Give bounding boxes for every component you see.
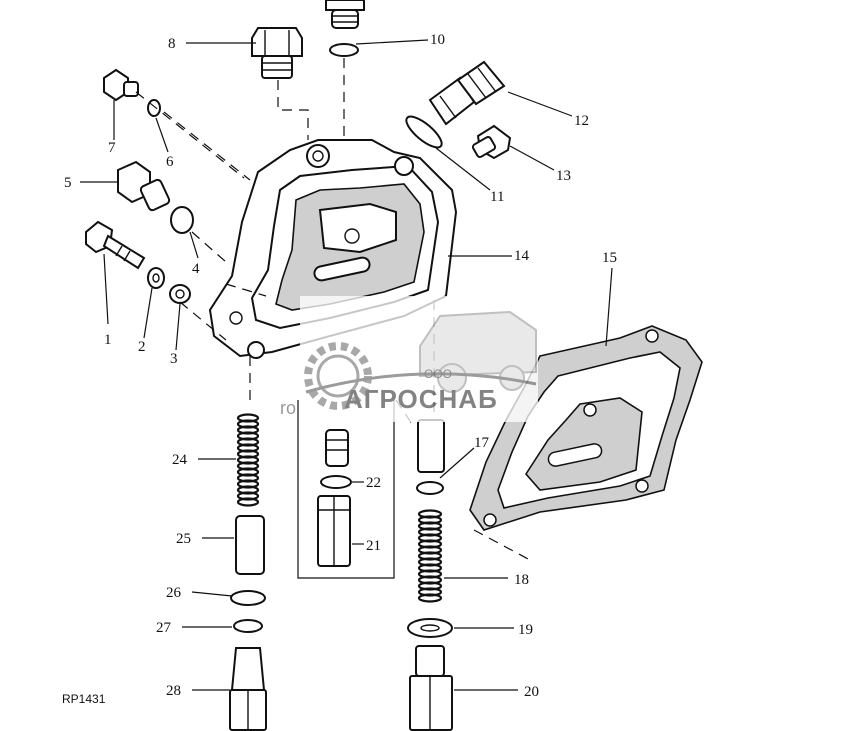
label-part-19: 19 — [518, 622, 533, 638]
label-part-14: 14 — [514, 248, 530, 264]
label-part-18: 18 — [514, 572, 529, 588]
watermark-brand-text: АГРОСНАБ — [344, 384, 498, 414]
label-part-2: 2 — [138, 339, 146, 355]
part-15-gasket — [469, 325, 703, 531]
label-part-1: 1 — [104, 332, 112, 348]
leader-lines — [80, 39, 613, 691]
label-part-26: 26 — [166, 585, 182, 601]
part-1-bolt — [85, 220, 146, 270]
label-part-25: 25 — [176, 531, 191, 547]
part-18-spring — [417, 509, 443, 603]
label-part-24: 24 — [172, 452, 188, 468]
part-12-fitting — [428, 60, 506, 126]
label-part-11: 11 — [490, 189, 504, 205]
part-4-o-ring — [170, 206, 194, 234]
drawing-code: RP1431 — [62, 692, 106, 706]
part-27-o-ring — [233, 619, 263, 633]
spring-coil — [417, 593, 443, 603]
label-part-4: 4 — [192, 261, 200, 277]
part-25-sleeve — [235, 515, 265, 575]
watermark-small-text: ООО — [424, 367, 452, 381]
part-11-o-ring — [405, 115, 443, 149]
part-7-fitting — [103, 68, 139, 102]
label-part-5: 5 — [64, 175, 72, 191]
label-part-12: 12 — [574, 113, 589, 129]
top-fitting — [325, 0, 365, 29]
part-5-plug — [117, 160, 171, 212]
part-8-plug — [251, 27, 303, 79]
label-part-10: 10 — [430, 32, 445, 48]
assembly-box — [297, 400, 395, 579]
watermark: ООО АГРОСНАБ ro — [280, 296, 538, 422]
label-part-7: 7 — [108, 140, 116, 156]
part-19-washer — [407, 618, 453, 638]
part-17-stem — [417, 419, 445, 473]
part-10-o-ring — [329, 43, 359, 57]
label-part-17: 17 — [474, 435, 490, 451]
part-22-spool-tip — [325, 429, 349, 467]
watermark-extra-text: ro — [280, 398, 296, 418]
label-part-8: 8 — [168, 36, 176, 52]
label-part-6: 6 — [166, 154, 174, 170]
label-part-28: 28 — [166, 683, 181, 699]
spring-coil — [236, 497, 260, 507]
label-part-27: 27 — [156, 620, 172, 636]
part-labels: 1 2 3 4 5 6 7 8 10 11 12 13 14 15 17 18 … — [64, 32, 617, 700]
label-part-13: 13 — [556, 168, 571, 184]
part-28-fitting — [229, 647, 267, 731]
part-26-o-ring — [230, 590, 266, 606]
part-17-o-ring — [416, 481, 444, 495]
label-part-21: 21 — [366, 538, 381, 554]
part-3-washer — [169, 284, 191, 304]
watermark-swoosh — [305, 372, 537, 394]
part-22-o-ring — [320, 475, 352, 489]
label-part-20: 20 — [524, 684, 539, 700]
part-21-sleeve — [317, 495, 351, 567]
part-2-washer — [147, 267, 165, 289]
part-13-plug — [471, 124, 512, 160]
label-part-22: 22 — [366, 475, 381, 491]
part-24-spring — [236, 413, 260, 507]
part-20-fitting — [409, 645, 453, 731]
label-part-3: 3 — [170, 351, 178, 367]
label-part-15: 15 — [602, 250, 617, 266]
